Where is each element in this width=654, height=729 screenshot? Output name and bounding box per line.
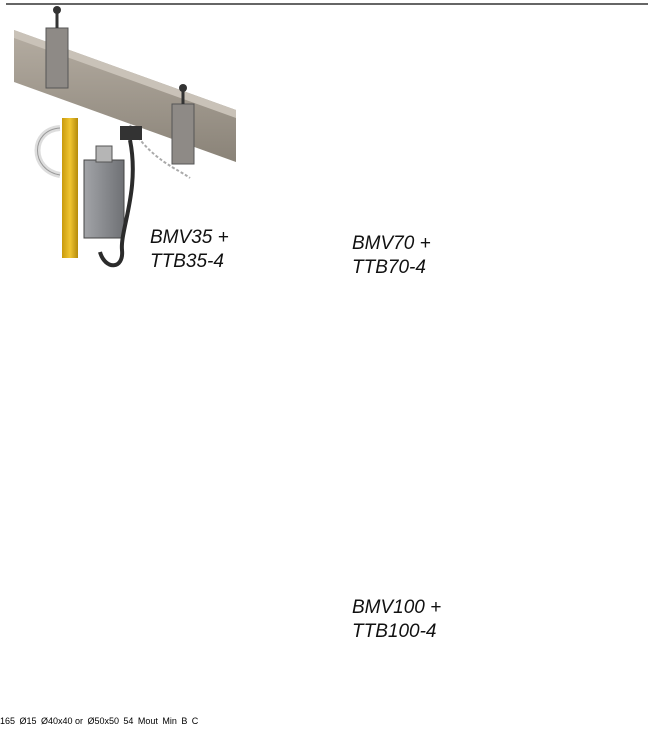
assembly-bmv35-illustration — [14, 6, 236, 268]
dim-post-size-1: Ø40x40 or — [40, 716, 83, 726]
power-cable — [98, 139, 135, 268]
figure-svg — [6, 3, 648, 268]
dim-b: B — [181, 716, 188, 726]
dim-c: C — [191, 716, 199, 726]
junction-box — [83, 159, 125, 239]
assembly-label-line2: TTB100-4 — [352, 621, 437, 642]
assembly-label-line1: BMV100 + — [352, 597, 442, 618]
assembly-label-bmv35: BMV35 + TTB35-4 — [150, 226, 229, 274]
hanger-clamp — [45, 27, 69, 89]
figure-canvas: 165 Ø15 Ø40x40 or Ø50x50 54 Mout Min B C… — [0, 3, 648, 726]
assembly-label-line1: BMV70 + — [352, 233, 431, 254]
assembly-label-line2: TTB70-4 — [352, 257, 426, 278]
dim-post-size-2: Ø50x50 — [87, 716, 119, 726]
dim-height: 165 — [0, 716, 16, 726]
label-m-out: Mout — [137, 716, 158, 726]
assembly-label-bmv70: BMV70 + TTB70-4 — [352, 232, 431, 280]
assembly-label-line2: TTB35-4 — [150, 251, 224, 272]
hanger-clamp — [171, 103, 195, 165]
assembly-label-bmv100: BMV100 + TTB100-4 — [352, 596, 441, 644]
assembly-label-line1: BMV35 + — [150, 227, 229, 248]
dim-54: 54 — [123, 716, 134, 726]
yellow-post — [62, 118, 78, 258]
label-m-in: Min — [162, 716, 177, 726]
dim-pipe-dia: Ø15 — [19, 716, 37, 726]
